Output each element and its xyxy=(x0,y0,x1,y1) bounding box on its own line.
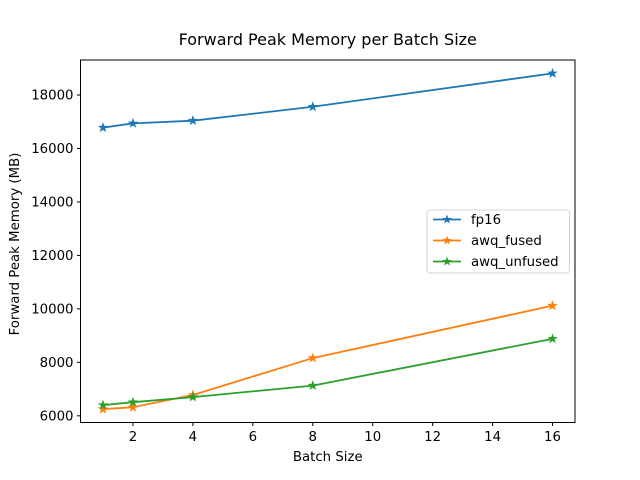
x-tick-label: 12 xyxy=(424,430,441,445)
series-marker-awq_unfused xyxy=(547,333,558,344)
x-tick-label: 6 xyxy=(249,430,257,445)
axes-frame xyxy=(80,59,576,423)
x-tick-label: 2 xyxy=(129,430,137,445)
x-tick-label: 4 xyxy=(189,430,197,445)
series-line-fp16 xyxy=(102,72,554,129)
series-marker-awq_unfused xyxy=(127,396,139,407)
chart-title: Forward Peak Memory per Batch Size xyxy=(179,30,477,49)
series-marker-fp16 xyxy=(97,122,109,133)
y-tick-label: 14000 xyxy=(31,195,73,210)
series-marker-awq_fused xyxy=(127,401,139,412)
y-tick-label: 10000 xyxy=(31,302,73,317)
series-line-awq_unfused xyxy=(102,337,554,407)
legend xyxy=(426,209,570,274)
legend-label-awq_unfused: awq_unfused xyxy=(471,255,559,270)
y-tick-label: 18000 xyxy=(31,89,73,104)
plot-area: 2 4 6 8 10 12 14 16 6000 8000 10000 12000 14000 16000… xyxy=(31,59,576,445)
y-tick-label: 12000 xyxy=(31,249,73,264)
legend-label-fp16: fp16 xyxy=(471,213,501,228)
y-axis-label: Forward Peak Memory (MB) xyxy=(8,153,23,336)
series-marker-awq_fused xyxy=(547,300,558,311)
series-marker-fp16 xyxy=(187,115,199,126)
legend-marker-awq_fused xyxy=(442,235,452,245)
series-marker-fp16 xyxy=(127,117,139,128)
legend-marker-awq_unfused xyxy=(442,256,452,266)
series-marker-awq_unfused xyxy=(187,391,199,402)
series-marker-awq_unfused xyxy=(307,380,318,391)
legend-marker-fp16 xyxy=(442,214,452,224)
x-axis-label: Batch Size xyxy=(293,450,363,465)
series-line-awq_fused xyxy=(102,304,554,411)
legend-label-awq_fused: awq_fused xyxy=(471,234,542,249)
series-marker-awq_unfused xyxy=(97,399,109,410)
x-tick-label: 14 xyxy=(484,430,501,445)
y-tick-label: 6000 xyxy=(40,409,74,424)
series-marker-awq_fused xyxy=(307,352,318,363)
x-tick-label: 10 xyxy=(364,430,381,445)
series-marker-fp16 xyxy=(547,67,558,78)
series-marker-fp16 xyxy=(307,101,318,112)
y-tick-label: 8000 xyxy=(40,356,74,371)
series-marker-awq_fused xyxy=(97,403,109,414)
y-tick-label: 16000 xyxy=(31,142,73,157)
x-tick-label: 16 xyxy=(544,430,561,445)
x-tick-label: 8 xyxy=(309,430,317,445)
